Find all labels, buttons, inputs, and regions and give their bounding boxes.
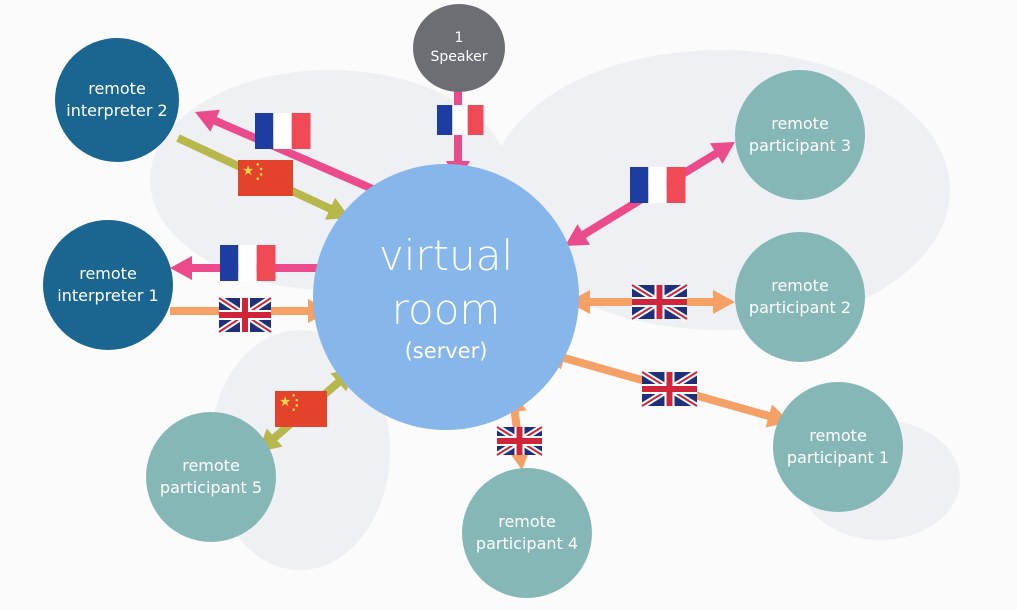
arrowhead	[565, 224, 591, 246]
node-label: participant 3	[748, 136, 852, 155]
remote-participant-2-node: remote participant 2	[735, 232, 865, 362]
arrowhead	[568, 290, 590, 314]
arrowhead	[170, 256, 192, 280]
remote-participant-1-node: remote participant 1	[773, 382, 903, 512]
node-label: participant 1	[786, 448, 890, 467]
node-label: remote	[809, 426, 867, 445]
english-flag-icon	[640, 369, 699, 409]
remote-interpreter-2-node: remote interpreter 2	[55, 38, 179, 162]
node-label: participant 5	[159, 478, 263, 497]
node-label: remote	[182, 456, 240, 475]
svg-text:★: ★	[279, 394, 291, 410]
node-label: remote	[79, 264, 137, 283]
speaker-count: 1	[454, 30, 464, 46]
link-line	[209, 115, 377, 194]
room-label-3: (server)	[404, 339, 488, 363]
french-flag-icon	[630, 167, 686, 203]
english-flag-icon	[217, 295, 273, 335]
arrowhead	[195, 109, 220, 132]
node-label: remote	[88, 79, 146, 98]
remote-participant-3-node: remote participant 3	[735, 70, 865, 200]
french-flag-icon	[255, 113, 311, 149]
node-label: remote	[771, 114, 829, 133]
virtual-room-node: virtual room (server)	[313, 164, 579, 430]
node-label: participant 4	[475, 534, 579, 553]
chinese-flag-icon: ★	[238, 160, 293, 196]
room-label-1: virtual	[378, 231, 514, 280]
english-flag-icon	[495, 424, 544, 458]
node-label: interpreter 1	[57, 286, 159, 305]
node-label: participant 2	[748, 298, 852, 317]
remote-participant-5-node: remote participant 5	[146, 412, 276, 542]
node-label: interpreter 2	[66, 101, 168, 120]
svg-text:★: ★	[242, 163, 254, 179]
node-label: remote	[771, 276, 829, 295]
arrowhead	[713, 290, 735, 314]
link-room-interpreter2	[195, 109, 377, 194]
remote-interpreter-1-node: remote interpreter 1	[43, 220, 173, 350]
french-flag-icon	[220, 245, 276, 281]
speaker-node: 1 Speaker	[413, 4, 505, 92]
arrowhead	[709, 142, 735, 164]
speaker-label: Speaker	[430, 49, 488, 65]
room-label-2: room	[391, 285, 501, 334]
chinese-flag-icon: ★	[275, 391, 327, 427]
english-flag-icon	[630, 282, 689, 322]
node-label: remote	[498, 512, 556, 531]
french-flag-icon	[437, 105, 484, 135]
remote-participant-4-node: remote participant 4	[462, 468, 592, 598]
